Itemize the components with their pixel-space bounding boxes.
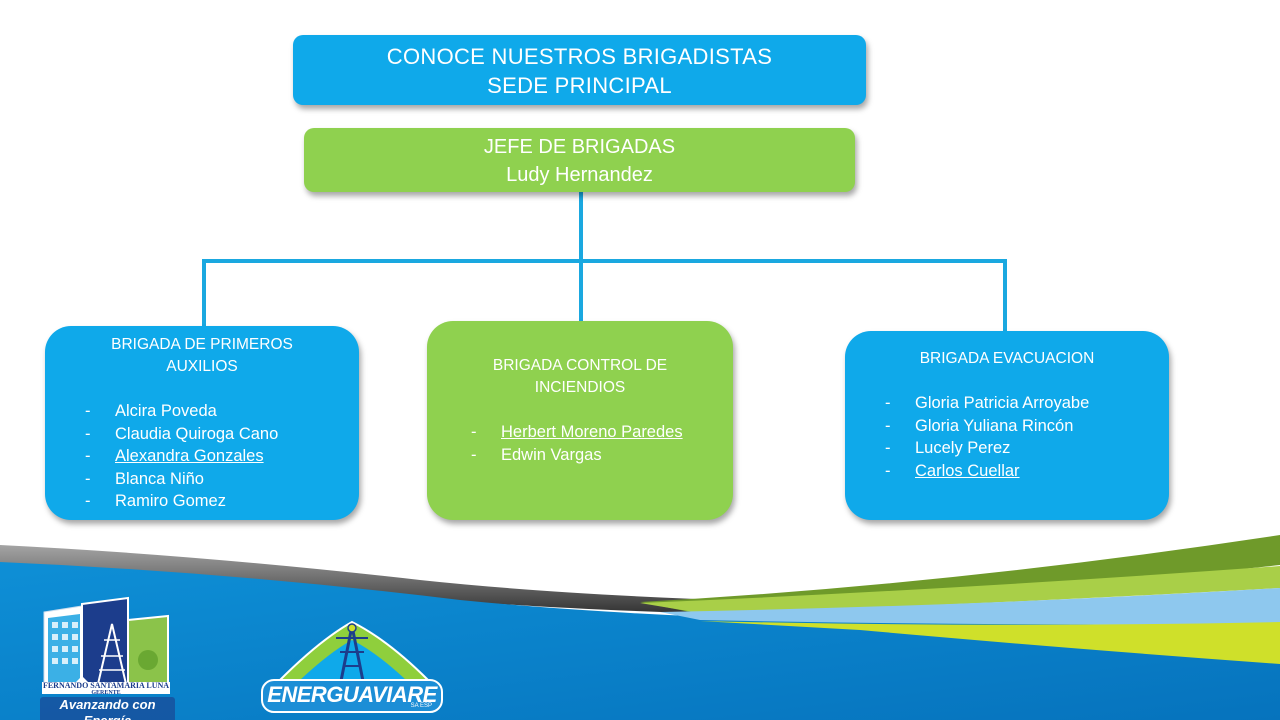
chief-name: Ludy Hernandez: [506, 164, 653, 186]
member-list: -Alcira Poveda -Claudia Quiroga Cano -Al…: [65, 400, 339, 513]
list-item: -Gloria Yuliana Rincón: [885, 416, 1074, 435]
list-item: -Alexandra Gonzales: [85, 447, 264, 465]
member-name: Ramiro Gomez: [115, 492, 226, 510]
brigade-evacuation: BRIGADA EVACUACION -Gloria Patricia Arro…: [845, 331, 1169, 520]
member-name: Edwin Vargas: [501, 445, 602, 464]
member-name: Alcira Poveda: [115, 402, 217, 420]
list-item: -Carlos Cuellar: [885, 461, 1020, 480]
member-name: Lucely Perez: [915, 439, 1011, 457]
member-list: -Herbert Moreno Paredes -Edwin Vargas: [447, 421, 713, 466]
title-line-2: SEDE PRINCIPAL: [487, 73, 672, 98]
manager-role: GERENTE: [91, 690, 121, 696]
brigade-name-line: INCIENDIOS: [534, 379, 626, 396]
company-suffix: SA ESP: [410, 703, 432, 709]
chief-box: JEFE DE BRIGADAS Ludy Hernandez: [304, 128, 855, 192]
list-item: -Blanca Niño: [85, 469, 204, 488]
member-name: Gloria Yuliana Rincón: [915, 416, 1074, 435]
member-name: Alexandra Gonzales: [115, 447, 264, 465]
member-name: Blanca Niño: [115, 469, 204, 488]
member-name: Gloria Patricia Arroyabe: [915, 394, 1090, 412]
member-list: -Gloria Patricia Arroyabe -Gloria Yulian…: [865, 392, 1149, 482]
member-name: Claudia Quiroga Cano: [115, 424, 279, 443]
slogan: Avanzando con Energía: [40, 697, 175, 720]
list-item: -Claudia Quiroga Cano: [85, 424, 279, 443]
brigade-name-line: BRIGADA CONTROL DE: [492, 357, 668, 374]
brigade-name-line: BRIGADA DE PRIMEROS: [111, 336, 293, 353]
brigade-name-line: BRIGADA EVACUACION: [919, 350, 1095, 367]
list-item: -Lucely Perez: [885, 439, 1011, 457]
list-item: -Herbert Moreno Paredes: [471, 423, 683, 441]
brigade-fire-control: BRIGADA CONTROL DE INCIENDIOS -Herbert M…: [427, 321, 733, 520]
brigade-name-line: AUXILIOS: [166, 358, 238, 375]
title-box: CONOCE NUESTROS BRIGADISTAS SEDE PRINCIP…: [293, 35, 866, 105]
chief-role: JEFE DE BRIGADAS: [483, 136, 676, 158]
member-name: Herbert Moreno Paredes: [501, 423, 683, 441]
member-name: Carlos Cuellar: [915, 461, 1020, 480]
brigade-first-aid: BRIGADA DE PRIMEROS AUXILIOS -Alcira Pov…: [45, 326, 359, 520]
list-item: -Edwin Vargas: [471, 445, 602, 464]
company-name: ENERGUAVIARE: [267, 682, 437, 707]
tower-icon: [277, 620, 431, 687]
title-line-1: CONOCE NUESTROS BRIGADISTAS: [386, 44, 773, 69]
list-item: -Alcira Poveda: [85, 402, 217, 420]
manager-name: FERNANDO SANTAMARIA LUNA: [42, 681, 170, 690]
list-item: -Gloria Patricia Arroyabe: [885, 394, 1090, 412]
list-item: -Ramiro Gomez: [85, 492, 226, 510]
